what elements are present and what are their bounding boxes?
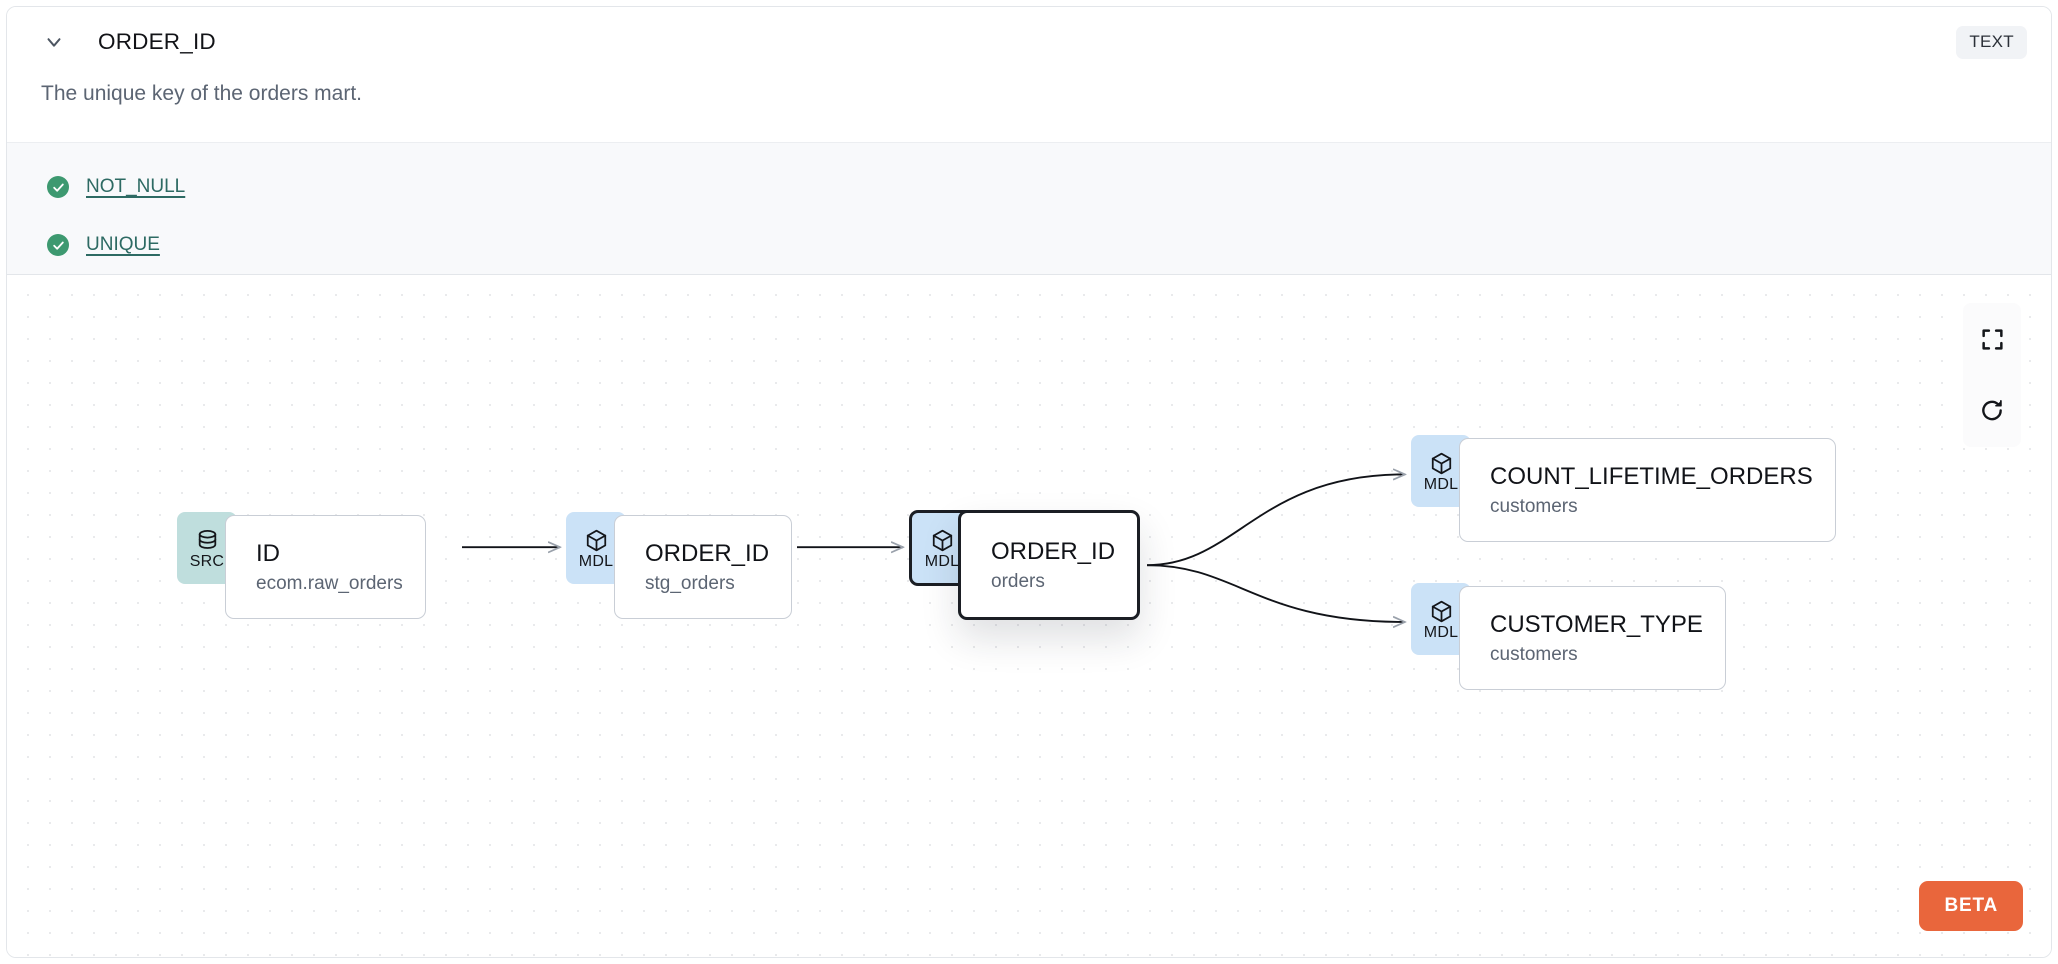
lineage-node-src-id[interactable]: SRC ID ecom.raw_orders <box>177 512 426 619</box>
column-description: The unique key of the orders mart. <box>41 82 362 105</box>
page-title: ORDER_ID <box>98 29 216 54</box>
test-item: UNIQUE <box>47 225 2051 265</box>
lineage-node-orders-order-id[interactable]: MDL ORDER_ID orders <box>909 510 1141 620</box>
edge-orders-to-count-lifetime-orders <box>1146 474 1405 567</box>
chevron-down-icon[interactable] <box>39 27 69 57</box>
node-table-name: stg_orders <box>645 572 735 594</box>
node-card[interactable]: ORDER_ID orders <box>958 510 1141 620</box>
node-card[interactable]: CUSTOMER_TYPE customers <box>1459 586 1726 690</box>
column-tests-section: NOT_NULL UNIQUE <box>7 142 2051 275</box>
cube-icon <box>932 529 952 552</box>
node-badge-label: MDL <box>1423 624 1459 641</box>
fit-view-button[interactable] <box>1963 303 2021 375</box>
refresh-button[interactable] <box>1963 375 2021 447</box>
cube-icon <box>586 529 606 552</box>
check-circle-icon <box>47 234 69 256</box>
node-card[interactable]: COUNT_LIFETIME_ORDERS customers <box>1459 438 1836 542</box>
lineage-canvas[interactable]: SRC ID ecom.raw_orders MDL <box>7 275 2051 957</box>
lineage-toolbar <box>1963 303 2021 447</box>
edge-orders-to-customer-type <box>1146 564 1405 622</box>
column-type-badge: TEXT <box>1956 25 2027 59</box>
test-item: NOT_NULL <box>47 167 2051 207</box>
node-badge-label: MDL <box>578 553 614 570</box>
node-column-name: ID <box>256 540 280 568</box>
lineage-node-count-lifetime-orders[interactable]: MDL COUNT_LIFETIME_ORDERS customers <box>1411 435 1836 542</box>
node-badge-label: SRC <box>189 553 225 570</box>
node-table-name: customers <box>1490 495 1578 517</box>
check-circle-icon <box>47 176 69 198</box>
node-table-name: orders <box>991 570 1045 592</box>
fit-view-icon <box>1981 328 2003 350</box>
node-table-name: customers <box>1490 643 1578 665</box>
node-column-name: CUSTOMER_TYPE <box>1490 611 1703 639</box>
column-header-row: ORDER_ID TEXT <box>7 7 2051 77</box>
node-card[interactable]: ORDER_ID stg_orders <box>614 515 793 619</box>
beta-badge[interactable]: BETA <box>1919 881 2023 931</box>
test-link-unique[interactable]: UNIQUE <box>86 234 160 255</box>
node-table-name: ecom.raw_orders <box>256 572 403 594</box>
test-link-not-null[interactable]: NOT_NULL <box>86 176 186 197</box>
node-card[interactable]: ID ecom.raw_orders <box>225 515 426 619</box>
column-detail-card: ORDER_ID TEXT The unique key of the orde… <box>6 6 2052 958</box>
lineage-node-customer-type[interactable]: MDL CUSTOMER_TYPE customers <box>1411 583 1726 690</box>
node-badge-label: MDL <box>924 553 960 570</box>
cube-icon <box>1431 452 1451 475</box>
node-column-name: ORDER_ID <box>645 540 770 568</box>
node-column-name: ORDER_ID <box>991 538 1116 566</box>
lineage-node-stg-order-id[interactable]: MDL ORDER_ID stg_orders <box>566 512 793 619</box>
node-column-name: COUNT_LIFETIME_ORDERS <box>1490 463 1813 491</box>
refresh-icon <box>1982 399 2002 421</box>
database-icon <box>198 530 216 549</box>
node-badge-label: MDL <box>1423 476 1459 493</box>
cube-icon <box>1431 600 1451 623</box>
column-header: ORDER_ID TEXT The unique key of the orde… <box>7 7 2051 142</box>
